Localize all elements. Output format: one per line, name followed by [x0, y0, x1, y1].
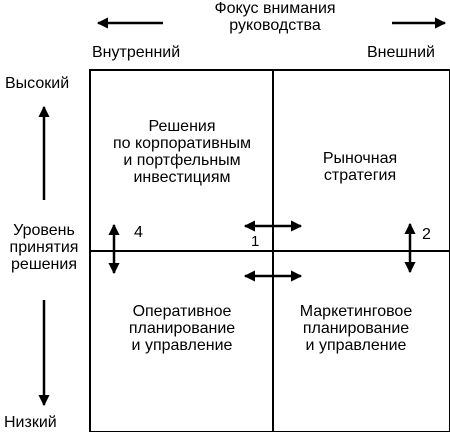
quadrant-corporate-portfolio: Решения по корпоративным и портфельным и… — [112, 118, 252, 186]
quadrant-marketing-planning: Маркетинговое планирование и управление — [299, 303, 413, 354]
high-label: Высокий — [5, 75, 70, 92]
quadrant-operational-planning: Оперативное планирование и управление — [128, 303, 236, 354]
internal-label: Внутренний — [92, 44, 181, 61]
decision-level-label: Уровень принятия решения — [9, 222, 79, 273]
marker-2: 2 — [422, 226, 431, 243]
marker-1: 1 — [251, 233, 260, 250]
marker-4: 4 — [134, 224, 143, 241]
low-label: Низкий — [4, 414, 57, 431]
external-label: Внешний — [367, 44, 435, 61]
focus-axis-title: Фокус внимания руководства — [214, 0, 336, 34]
quadrant-market-strategy: Рыночная стратегия — [322, 150, 398, 184]
